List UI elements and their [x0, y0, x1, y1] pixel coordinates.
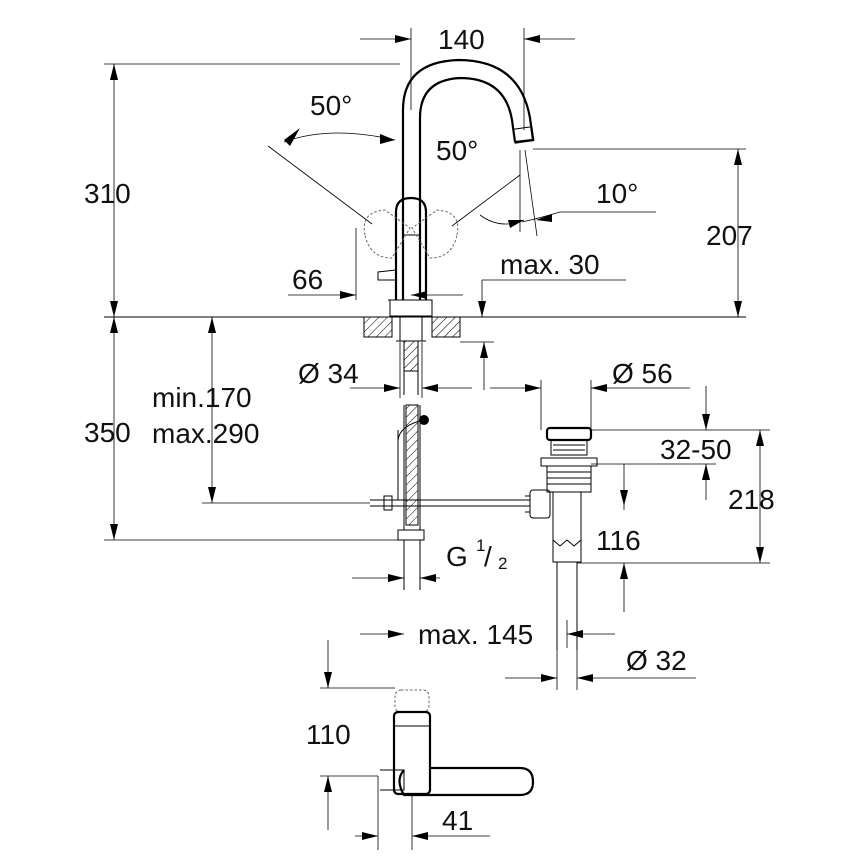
label-lever-angle-left: 50° — [310, 90, 352, 121]
label-thread-fraction-den: 2 — [498, 554, 507, 573]
waste-cap — [545, 426, 593, 442]
label-thread-size: G — [446, 541, 468, 572]
label-connection-min: min.170 — [152, 382, 252, 413]
label-spout-height: 207 — [706, 220, 753, 251]
label-total-height: 310 — [84, 178, 131, 209]
under-deck-assembly — [370, 316, 530, 590]
label-top-view-width: 41 — [442, 805, 473, 836]
dimension-lines — [104, 28, 770, 690]
label-top-view-depth: 110 — [306, 719, 351, 750]
dimension-labels: 140 50° 50° 10° 310 207 66 max. 30 Ø 34 … — [84, 24, 775, 836]
label-under-deck-height: 350 — [84, 417, 131, 448]
top-view — [320, 640, 535, 850]
label-spout-tilt: 10° — [596, 178, 638, 209]
label-waste-cap-diameter: Ø 56 — [612, 358, 673, 389]
lever-ghost-positions — [363, 209, 459, 259]
label-connection-max: max.290 — [152, 418, 259, 449]
label-lever-offset: 66 — [292, 264, 323, 295]
label-lever-angle-right: 50° — [436, 135, 478, 166]
label-thread-fraction-slash: / — [484, 541, 492, 572]
countertop — [104, 316, 746, 338]
waste-assembly — [525, 426, 598, 650]
label-thread-fraction-num: 1 — [476, 536, 485, 555]
label-waste-pipe-diameter: Ø 32 — [626, 645, 687, 676]
label-waste-height: 218 — [728, 484, 775, 515]
label-spout-reach: 140 — [438, 24, 485, 55]
label-max-deck-thickness: max. 30 — [500, 249, 600, 280]
label-waste-range: 32-50 — [660, 434, 732, 465]
faucet-body — [377, 58, 535, 317]
label-max-waste-reach: max. 145 — [418, 619, 533, 650]
aerator — [512, 126, 535, 144]
label-waste-outlet-height: 116 — [596, 525, 641, 556]
label-hole-diameter: Ø 34 — [298, 358, 359, 389]
